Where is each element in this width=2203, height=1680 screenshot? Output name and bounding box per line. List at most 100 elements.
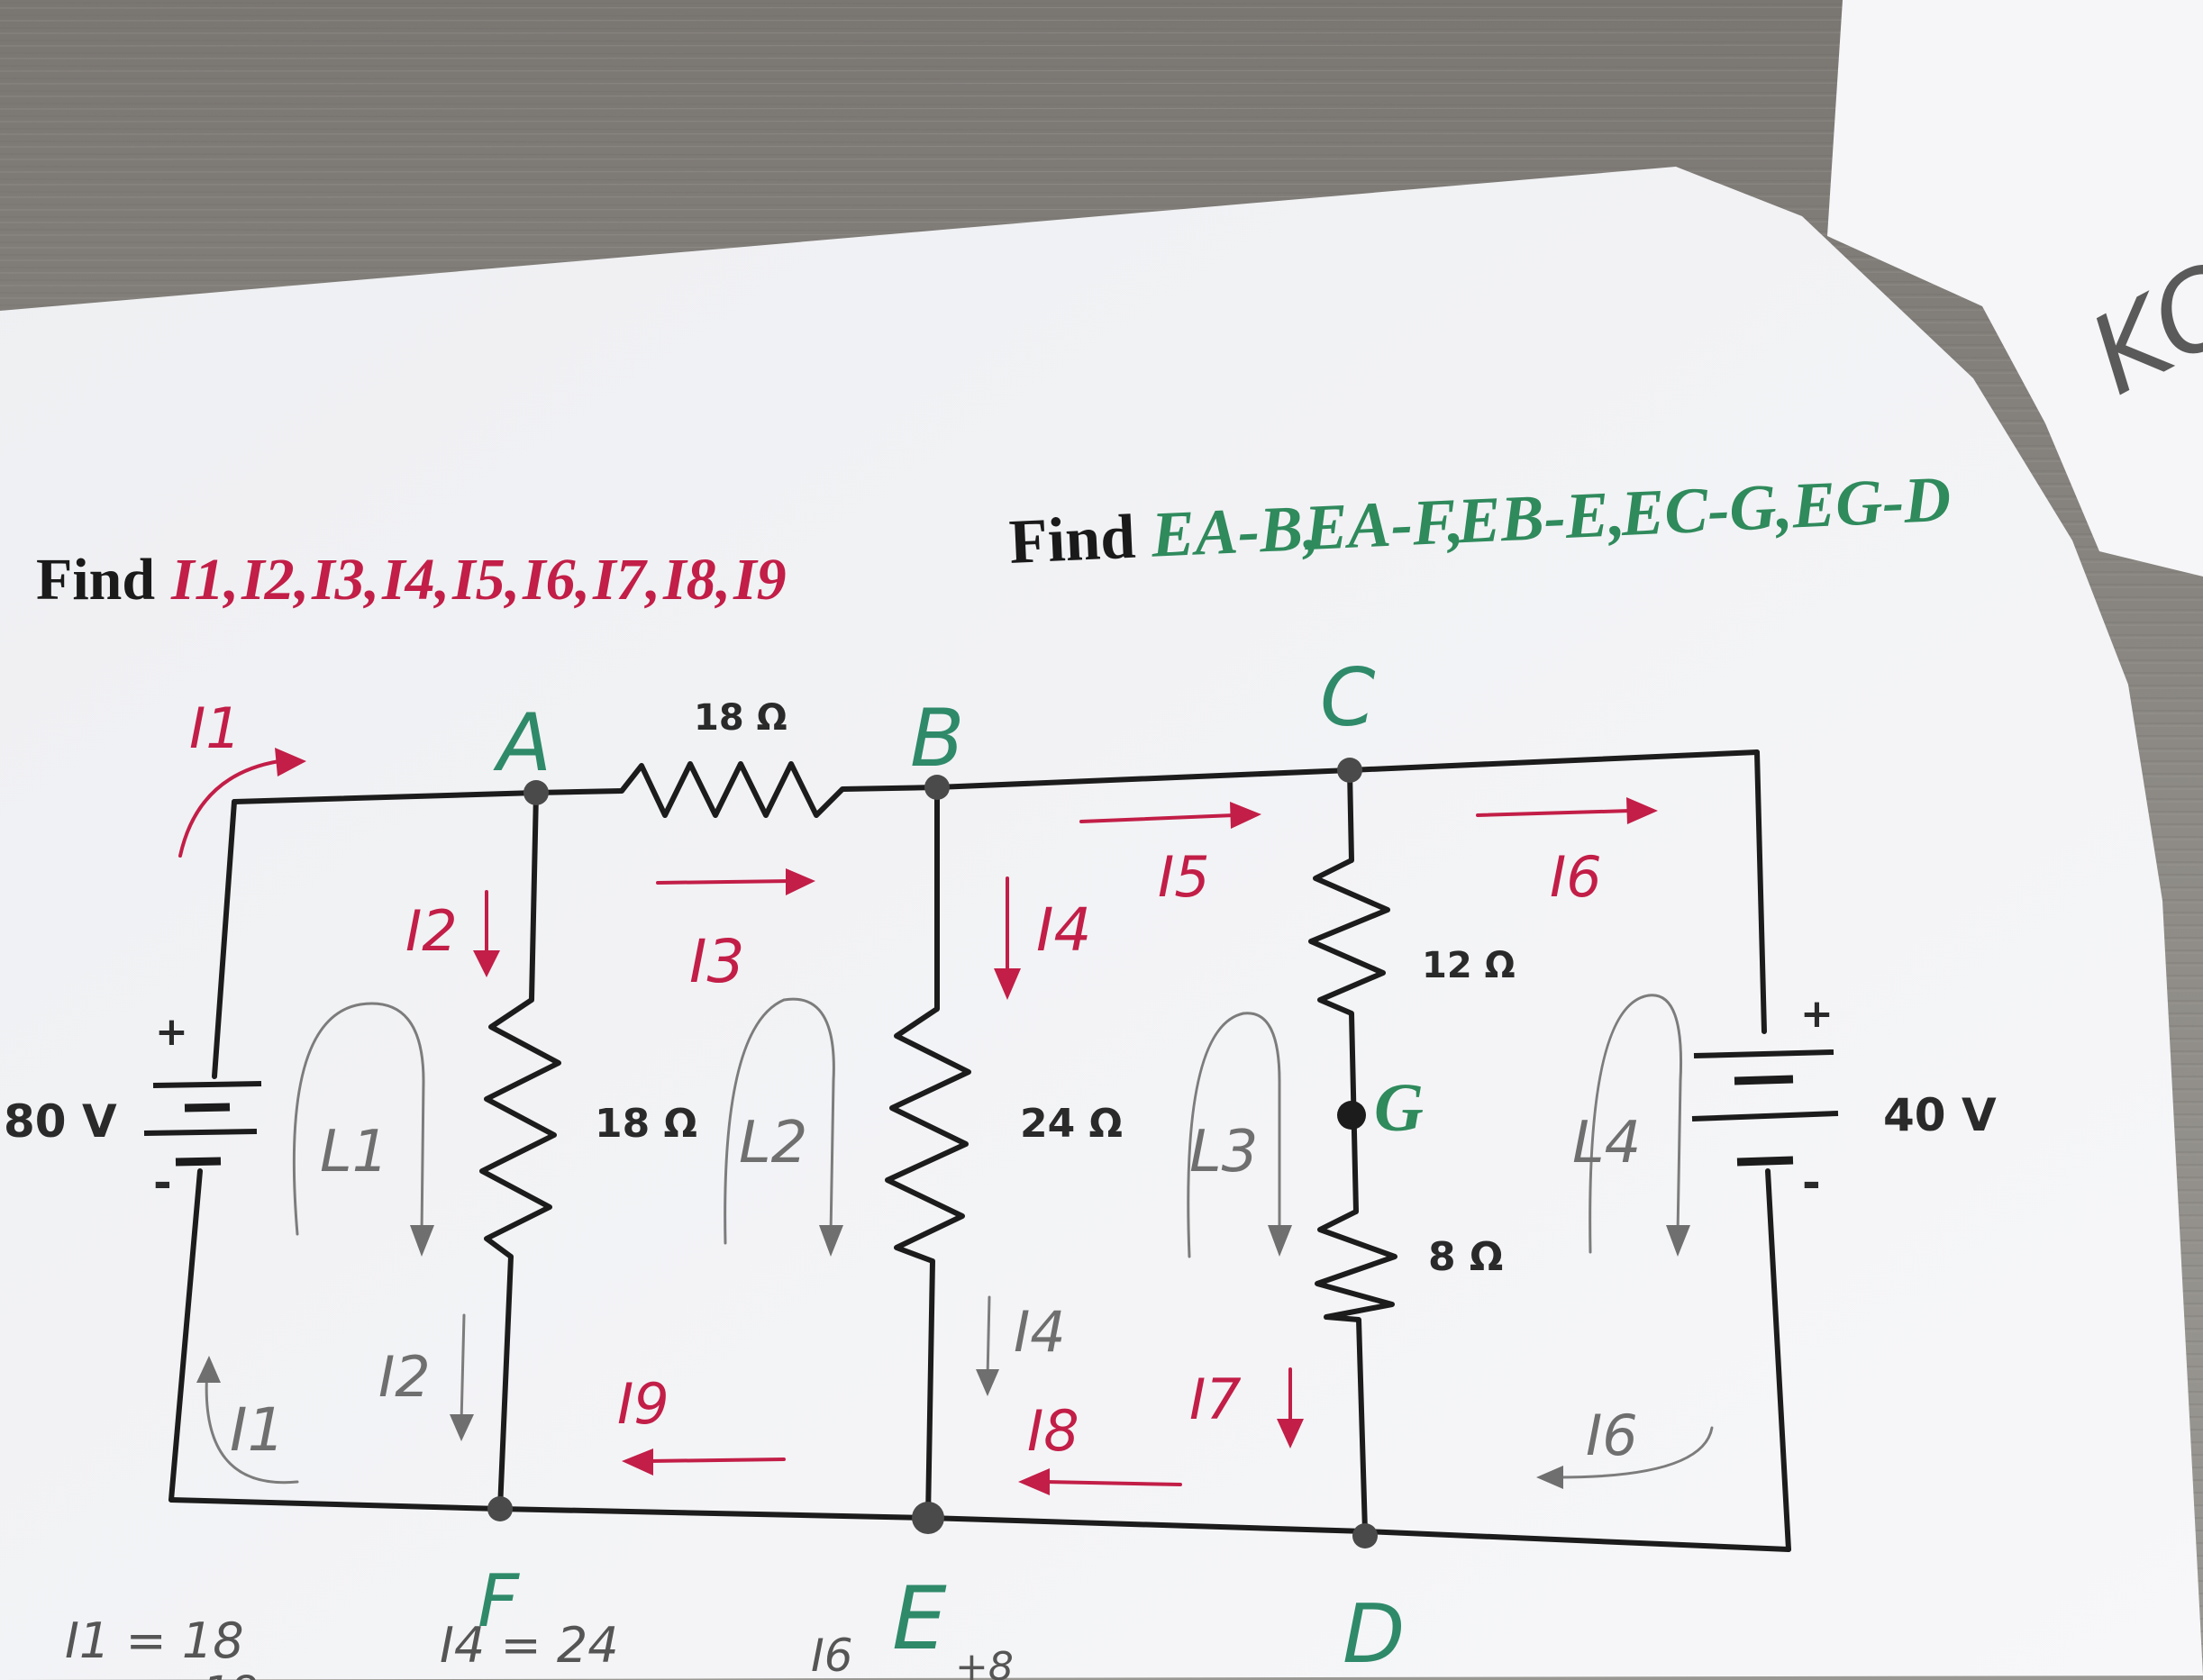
current-i2-bottom: I2 [378, 1344, 431, 1410]
wire-b-c [934, 767, 1352, 790]
note-i6: I6 [811, 1630, 853, 1680]
prompt-right: Find EA-B, EA-F, EB-E, EC-G, EG-D [1007, 463, 1952, 577]
wire-right-lower [1765, 1168, 1791, 1552]
loop-l1-arc [292, 1002, 425, 1236]
wire-right-upper [1754, 749, 1767, 1034]
wire-c-down [1347, 767, 1354, 863]
battery-left-plate-long [152, 1081, 262, 1088]
current-i1-top-arrow [178, 759, 281, 858]
note-plus8: +8 [955, 1644, 1014, 1680]
second-paper [1827, 0, 2203, 577]
wire-bottom-fe [497, 1506, 931, 1521]
battery-left-minus: - [153, 1157, 172, 1209]
battery-right-plate-long2 [1691, 1111, 1839, 1122]
resistor-cg [1308, 858, 1390, 1016]
note-i1: I1 = 18 [65, 1612, 244, 1669]
node-b [924, 775, 950, 800]
node-d [1352, 1523, 1378, 1548]
node-b-label: B [910, 692, 964, 785]
current-i9: I9 [617, 1371, 669, 1437]
loop-l1-head [410, 1225, 434, 1257]
loop-l3-label: L3 [1189, 1119, 1258, 1185]
prompt-right-ebe: EB-E, [1455, 477, 1626, 557]
prompt-left-i7: I7, [592, 547, 660, 613]
prompt-right-eaf: EA-F, [1302, 485, 1465, 564]
wire-bottom-dright [1362, 1529, 1791, 1552]
current-i4-top-arrowhead [994, 968, 1021, 1000]
current-i2-top: I2 [405, 898, 458, 964]
current-i5-arrowhead [1230, 802, 1261, 829]
node-e [912, 1502, 944, 1534]
current-annotations: I1 I2 I3 I4 I5 I6 I9 I8 I7 [178, 695, 1658, 1495]
battery-right-plate-short2 [1736, 1156, 1794, 1167]
current-i2-bottom-head [450, 1414, 474, 1441]
current-i8-arrow [1043, 1480, 1182, 1486]
battery-left-voltage: 80 V [4, 1095, 117, 1148]
current-i2-bottom-arrow [460, 1313, 466, 1425]
wire-af-lower [497, 1254, 514, 1512]
current-i6-bottom-head [1536, 1466, 1563, 1489]
resistor-gd [1315, 1209, 1397, 1322]
node-g-label: G [1374, 1070, 1424, 1146]
loop-l2-label: L2 [739, 1110, 807, 1176]
battery-right-plate-long [1693, 1049, 1834, 1058]
prompt-right-prefix: Find [1007, 503, 1136, 577]
battery-right-voltage: 40 V [1883, 1089, 1997, 1141]
wire-c-right [1347, 749, 1760, 773]
wire-left-upper [212, 799, 237, 1079]
loop-l3-arc [1187, 1012, 1281, 1258]
wire-bottom-ed [925, 1515, 1368, 1534]
battery-left: + - 80 V [4, 1009, 262, 1209]
current-i1-bottom-head [196, 1356, 221, 1383]
battery-left-plate-short [184, 1103, 231, 1112]
current-i6-top-arrowhead [1626, 797, 1658, 824]
prompt-right-ecg: EC-G, [1619, 470, 1794, 550]
current-i1-top: I1 [189, 695, 241, 761]
battery-left-plus: + [155, 1009, 188, 1055]
resistor-af [479, 997, 561, 1259]
prompt-left-i6: I6, [522, 547, 590, 613]
node-f-label: F [478, 1559, 520, 1643]
current-i1-top-arrowhead [275, 748, 306, 776]
prompt-left-i2: I2, [241, 547, 309, 613]
current-i8-arrowhead [1018, 1468, 1050, 1495]
current-i6-bottom: I6 [1586, 1403, 1638, 1468]
wire-a-down [529, 790, 539, 1003]
current-i4-bottom: I4 [1014, 1299, 1066, 1365]
current-i9-arrowhead [622, 1448, 653, 1476]
current-i6-top-arrow [1476, 809, 1633, 817]
current-i4-top: I4 [1036, 895, 1091, 965]
resistor-ab-value: 18 Ω [694, 697, 787, 739]
battery-right-minus: - [1802, 1157, 1821, 1209]
wire-be-lower [925, 1258, 935, 1521]
node-f [487, 1496, 513, 1521]
loop-l4-head [1666, 1225, 1690, 1257]
battery-left-plate-short2 [175, 1157, 222, 1167]
loop-l2-arc [724, 997, 835, 1245]
node-g [1337, 1101, 1366, 1130]
current-i4-bottom-head [976, 1369, 999, 1396]
current-i3-arrowhead [786, 868, 815, 895]
loop-l1-label: L1 [320, 1119, 388, 1185]
battery-right: + - 40 V [1691, 991, 1997, 1209]
current-i1-bottom: I1 [230, 1395, 285, 1465]
loop-l3-head [1268, 1225, 1292, 1257]
prompt-left-i5: I5, [451, 547, 520, 613]
resistor-cg-value: 12 Ω [1422, 945, 1516, 986]
node-a [523, 780, 549, 805]
resistor-gd-value: 8 Ω [1428, 1234, 1503, 1280]
resistor-ab [619, 761, 845, 818]
wire-a-res [533, 788, 624, 795]
wire-gd-lower [1356, 1317, 1368, 1534]
node-c [1337, 758, 1362, 783]
prompt-left-i1: I1, [170, 547, 239, 613]
node-c-label: C [1320, 651, 1376, 744]
battery-right-plus: + [1800, 991, 1834, 1037]
prompt-left-i3: I3, [311, 547, 379, 613]
node-e-label: E [892, 1568, 947, 1669]
note-i4: I4 = 24 [440, 1617, 619, 1674]
prompt-right-eab: EA-B, [1149, 491, 1320, 570]
current-i1-bottom-arrow [205, 1367, 299, 1485]
prompt-left-prefix: Find [36, 547, 155, 613]
